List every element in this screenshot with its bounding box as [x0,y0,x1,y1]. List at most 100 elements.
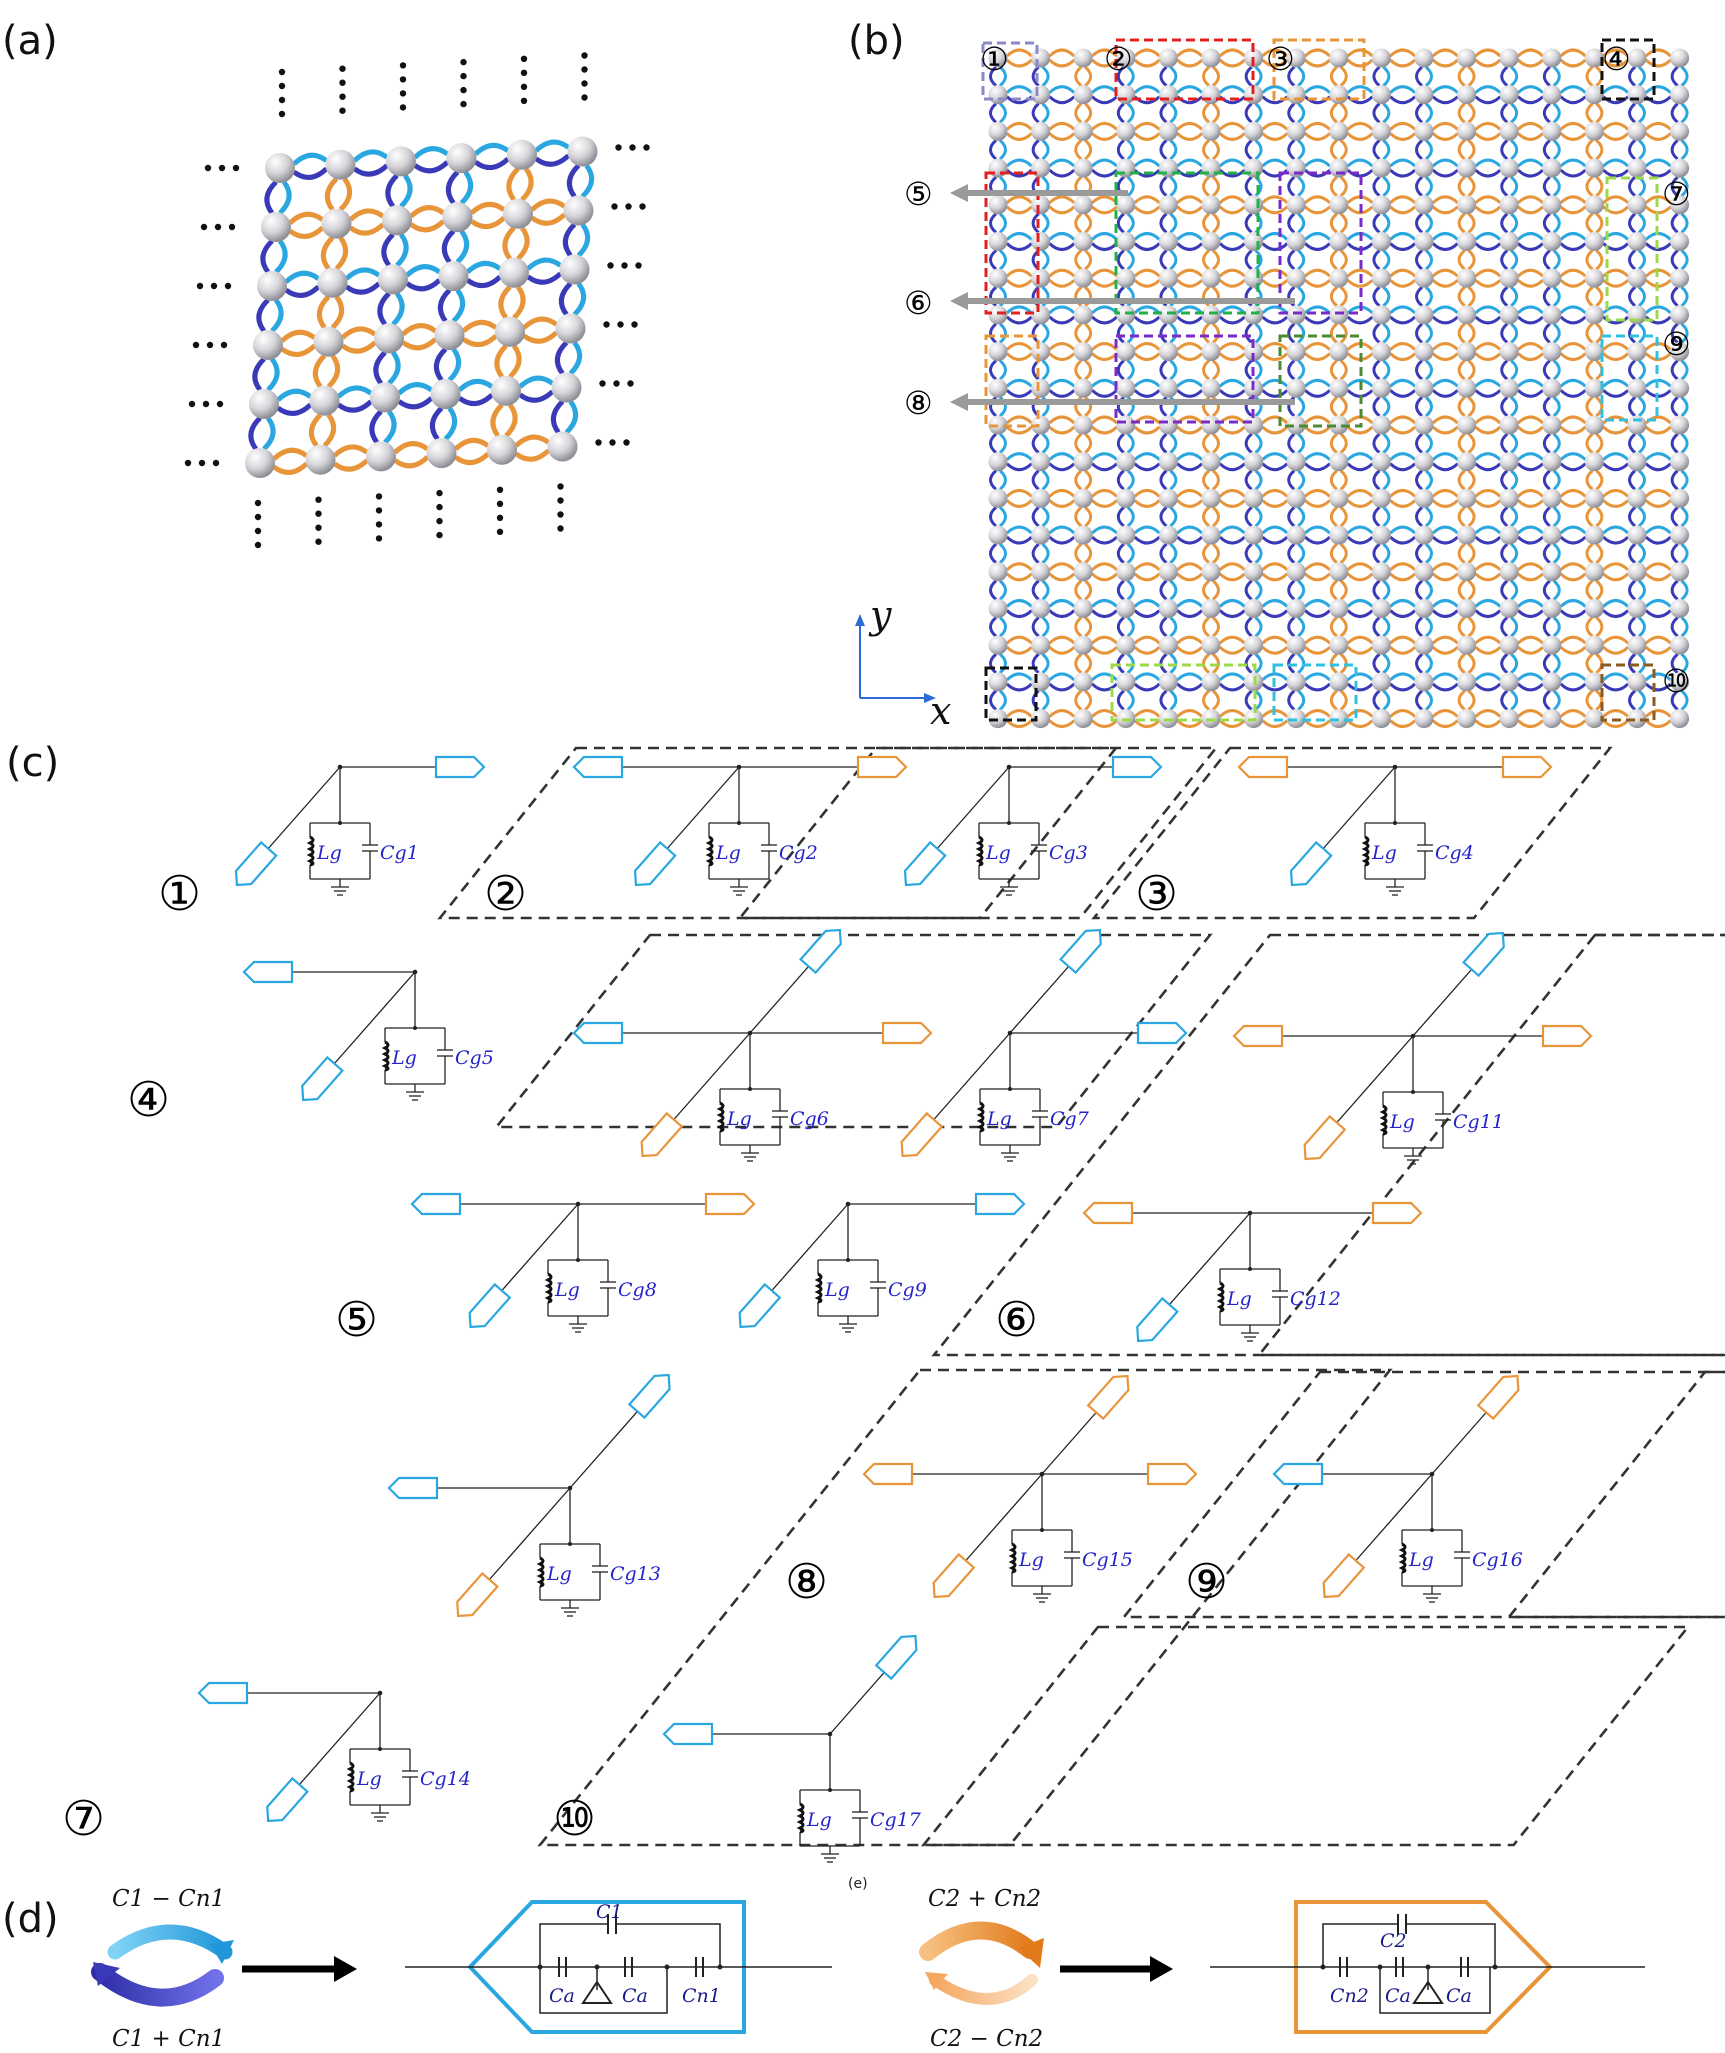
bond [1074,322,1083,344]
ellipsis-dot [339,65,346,72]
bond [989,212,998,234]
bond [998,102,1007,124]
bond [1287,102,1296,124]
bond [1031,616,1040,638]
bond [451,288,466,323]
bond [1304,535,1331,545]
ellipsis-dot [315,510,322,517]
bond [1031,542,1040,564]
connector-port [881,1021,933,1045]
bond [1005,342,1033,351]
bond [1126,469,1135,491]
bond [1559,572,1587,582]
bond [1389,672,1417,682]
lattice-node [1329,48,1349,68]
lattice-node [1670,158,1690,178]
ellipsis-dot [399,104,407,111]
lattice-node [1286,452,1306,472]
lattice-node [1584,709,1604,729]
lattice-node [1670,232,1690,251]
bond [1202,102,1211,124]
bond [1680,432,1689,454]
lattice-node [1244,415,1264,435]
ellipsis-dot [436,531,443,539]
ellipsis-dot [278,82,286,90]
bond [998,286,1007,308]
bond [1474,672,1502,682]
bond [1552,506,1561,528]
bond [1542,542,1551,564]
lattice-node [1457,488,1477,508]
bond [1424,432,1433,454]
bond [1559,378,1587,388]
bond [1261,682,1289,692]
axis-y-label: y [868,593,892,637]
lattice-node [1116,599,1136,618]
bond [1005,488,1033,498]
bond [514,448,551,462]
bond [1041,139,1050,161]
bond [1510,286,1519,308]
bond [1644,635,1672,645]
lattice-node [1457,562,1477,582]
bond [1031,212,1040,234]
bond [1457,579,1466,601]
bond [1084,65,1093,87]
bond [1346,719,1374,729]
bond [270,298,284,333]
bond [1339,506,1348,528]
bond [383,409,397,445]
bond [1218,195,1246,204]
bond [1202,506,1211,528]
inductor-label: Lg [1226,1288,1252,1310]
bond [998,469,1007,491]
bond [1304,342,1331,351]
lattice-node [1499,709,1519,729]
eq-c1-minus-cn1: C1 − Cn1 [112,1886,225,1912]
bond [1346,132,1374,141]
bond [1389,562,1417,571]
bond [1474,279,1502,288]
inductor-label: Lg [554,1279,580,1301]
bond [1431,48,1459,58]
bond [1133,389,1161,398]
lattice-node [1031,452,1051,472]
bond [1559,609,1587,618]
lattice-node [1371,158,1391,178]
bond [1218,719,1246,729]
lattice-node [1584,48,1604,68]
bond [1297,212,1306,234]
bond [413,146,450,160]
bond [1304,609,1331,618]
unit-cell-frame [493,933,1213,1129]
bond [1431,205,1459,215]
bond [1074,653,1083,675]
bond [1595,212,1604,234]
bond [1159,139,1168,161]
ellipsis-dot [520,55,528,62]
lattice-node [1371,268,1391,288]
bond [1559,58,1587,68]
bond [1084,469,1093,491]
bond [1389,305,1417,315]
lattice-node [1073,85,1093,105]
bond [473,142,510,156]
lattice-node [1031,158,1051,178]
ellipsis-dot [643,144,650,151]
lattice-node [1371,452,1391,472]
lattice-node [1499,121,1519,141]
bond [1048,499,1076,508]
bond [1254,139,1263,161]
lattice-node [1201,599,1221,618]
panel-label-e: (e) [848,1876,868,1892]
bond [1372,689,1381,711]
ellipsis-dot [617,321,624,328]
ellipsis-dot [218,164,226,172]
bond [1261,462,1289,472]
bond [1304,682,1331,692]
bond [1169,689,1178,711]
bond [324,176,339,212]
lattice-node [1158,415,1178,435]
bond [1091,389,1118,398]
bond [1133,525,1161,535]
